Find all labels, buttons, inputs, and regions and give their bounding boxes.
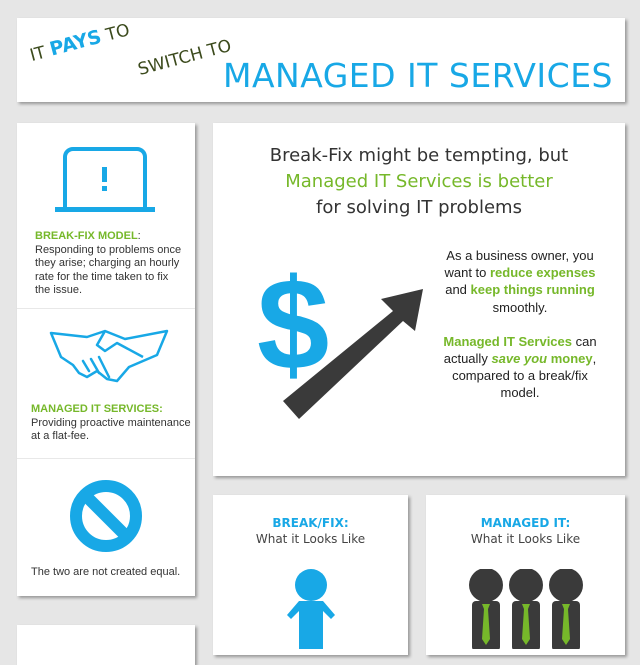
- break-fix-card-title: BREAK/FIX: What it Looks Like: [213, 515, 408, 547]
- left-panel: BREAK-FIX MODEL: Responding to problems …: [17, 123, 195, 596]
- card-subtitle: What it Looks Like: [470, 532, 581, 546]
- tagline-line2: SWITCH TO: [135, 35, 234, 80]
- break-fix-card: BREAK/FIX: What it Looks Like: [213, 495, 408, 655]
- break-fix-description: Responding to problems once they arise; …: [35, 243, 182, 297]
- svg-text:$: $: [257, 251, 329, 397]
- dollar-growth-icon: $: [257, 251, 423, 419]
- heading-colon: :: [137, 230, 141, 242]
- header-banner: IT PAYS TO SWITCH TO MANAGED IT SERVICES: [17, 18, 625, 102]
- paragraph-2: Managed IT Services can actually save yo…: [436, 333, 604, 402]
- team-icon: [469, 569, 583, 649]
- heading-line1: Break-Fix might be tempting, but: [269, 145, 569, 166]
- highlight-managed-it: Managed IT Services: [443, 333, 573, 349]
- card-subtitle: What it Looks Like: [255, 532, 366, 546]
- main-heading: Break-Fix might be tempting, but Managed…: [213, 143, 625, 221]
- text: , compared to a break/fix model.: [452, 351, 597, 401]
- tagline-pays: PAYS: [47, 25, 104, 61]
- card-title: BREAK/FIX:: [272, 516, 349, 530]
- text: and: [445, 282, 471, 298]
- main-body: As a business owner, you want to reduce …: [436, 247, 604, 402]
- managed-it-heading: MANAGED IT SERVICES:: [31, 403, 163, 415]
- divider: [17, 458, 195, 459]
- paragraph-1: As a business owner, you want to reduce …: [436, 247, 604, 316]
- card-title: MANAGED IT:: [480, 516, 571, 530]
- managed-it-section: MANAGED IT SERVICES: Providing proactive…: [17, 309, 195, 457]
- handshake-icon: [49, 329, 169, 383]
- managed-it-card-title: MANAGED IT: What it Looks Like: [426, 515, 625, 547]
- text: smoothly.: [492, 299, 548, 315]
- break-fix-section: BREAK-FIX MODEL: Responding to problems …: [17, 123, 195, 308]
- laptop-alert-icon: [55, 147, 155, 212]
- text: As a business owner, you want to: [444, 248, 594, 281]
- prohibited-icon: [70, 480, 142, 552]
- left-panel-lower: [17, 625, 195, 665]
- highlight-save-you: save you: [491, 351, 548, 367]
- divider: [17, 308, 195, 309]
- highlight-reduce-expenses: reduce expenses: [490, 265, 596, 281]
- managed-it-card: MANAGED IT: What it Looks Like: [426, 495, 625, 655]
- comparison-note-section: The two are not created equal.: [17, 459, 195, 596]
- managed-it-description: Providing proactive maintenance at a fla…: [31, 416, 191, 443]
- main-panel: Break-Fix might be tempting, but Managed…: [213, 123, 625, 476]
- tagline-line1: IT PAYS TO: [27, 18, 132, 66]
- highlight-keep-running: keep things running: [470, 282, 595, 298]
- comparison-note: The two are not created equal.: [31, 566, 181, 578]
- heading-line2: Managed IT Services is better: [285, 171, 553, 192]
- page-title: MANAGED IT SERVICES: [223, 56, 613, 95]
- highlight-money: money: [550, 351, 593, 367]
- tagline-to: TO: [98, 20, 133, 48]
- text: can actually: [443, 333, 597, 367]
- single-person-icon: [287, 569, 335, 649]
- break-fix-heading: BREAK-FIX MODEL: [35, 230, 138, 242]
- heading-line3: for solving IT problems: [316, 197, 522, 218]
